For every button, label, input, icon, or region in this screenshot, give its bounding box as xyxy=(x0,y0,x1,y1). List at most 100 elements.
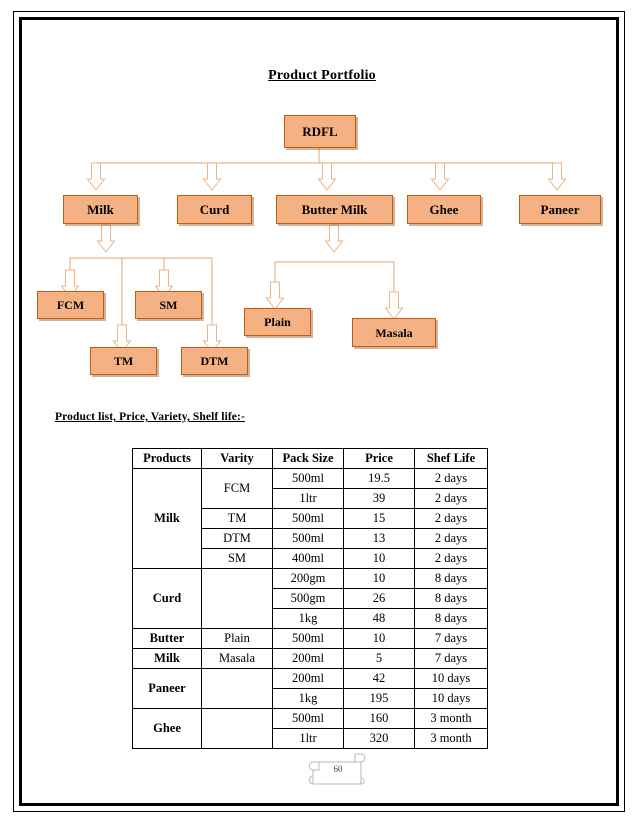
column-header-shelf-life: Shef Life xyxy=(414,448,488,469)
node-label: Butter Milk xyxy=(301,202,368,217)
node-paneer[interactable]: Paneer xyxy=(519,195,601,224)
node-ghee[interactable]: Ghee xyxy=(407,195,481,224)
node-butter-milk[interactable]: Butter Milk xyxy=(276,195,393,224)
cell-product: Milk xyxy=(132,648,202,669)
column-header-products: Products xyxy=(132,448,202,469)
node-label: TM xyxy=(113,354,134,368)
cell-shelf-life: 10 days xyxy=(414,688,488,709)
column-header-price: Price xyxy=(343,448,415,469)
cell-shelf-life: 2 days xyxy=(414,528,488,549)
cell-pack-size: 200gm xyxy=(272,568,344,589)
node-milk[interactable]: Milk xyxy=(63,195,138,224)
cell-pack-size: 200ml xyxy=(272,648,344,669)
cell-pack-size: 1kg xyxy=(272,688,344,709)
node-label: Paneer xyxy=(540,202,580,217)
cell-price: 19.5 xyxy=(343,468,415,489)
cell-pack-size: 1ltr xyxy=(272,728,344,749)
scroll-banner-icon xyxy=(308,753,366,785)
column-header-pack-size: Pack Size xyxy=(272,448,344,469)
cell-shelf-life: 8 days xyxy=(414,568,488,589)
cell-shelf-life: 8 days xyxy=(414,588,488,609)
node-label: Masala xyxy=(375,325,413,340)
node-curd[interactable]: Curd xyxy=(177,195,252,224)
node-label: Ghee xyxy=(429,202,459,217)
node-plain[interactable]: Plain xyxy=(244,308,311,336)
node-rdfl[interactable]: RDFL xyxy=(284,115,356,148)
cell-pack-size: 400ml xyxy=(272,548,344,569)
cell-pack-size: 500ml xyxy=(272,528,344,549)
cell-variety: SM xyxy=(201,548,273,569)
node-label: RDFL xyxy=(302,124,338,139)
cell-variety xyxy=(201,568,273,629)
cell-price: 320 xyxy=(343,728,415,749)
cell-variety: DTM xyxy=(201,528,273,549)
cell-shelf-life: 2 days xyxy=(414,508,488,529)
cell-pack-size: 500gm xyxy=(272,588,344,609)
cell-shelf-life: 7 days xyxy=(414,628,488,649)
cell-price: 26 xyxy=(343,588,415,609)
cell-pack-size: 1ltr xyxy=(272,488,344,509)
node-sm[interactable]: SM xyxy=(135,291,202,319)
cell-variety xyxy=(201,708,273,749)
cell-price: 5 xyxy=(343,648,415,669)
cell-product: Paneer xyxy=(132,668,202,709)
page-border-inner xyxy=(19,17,619,806)
cell-variety: FCM xyxy=(201,468,273,509)
cell-shelf-life: 2 days xyxy=(414,488,488,509)
product-portfolio-diagram: RDFL Milk Curd Butter Milk Ghee Paneer F… xyxy=(22,20,616,400)
cell-pack-size: 500ml xyxy=(272,468,344,489)
cell-price: 10 xyxy=(343,568,415,589)
cell-shelf-life: 10 days xyxy=(414,668,488,689)
cell-price: 42 xyxy=(343,668,415,689)
node-label: Plain xyxy=(264,315,291,329)
node-label: Curd xyxy=(199,202,230,217)
cell-product: Milk xyxy=(132,468,202,569)
cell-price: 10 xyxy=(343,628,415,649)
cell-variety: Plain xyxy=(201,628,273,649)
node-dtm[interactable]: DTM xyxy=(181,347,248,375)
column-header-varity: Varity xyxy=(201,448,273,469)
product-table-wrapper: Products Varity Pack Size Price Shef Lif… xyxy=(132,448,488,749)
cell-price: 195 xyxy=(343,688,415,709)
cell-shelf-life: 2 days xyxy=(414,468,488,489)
page-title: Product Portfolio xyxy=(268,68,376,83)
page-border-outer xyxy=(13,11,625,812)
cell-variety xyxy=(201,668,273,709)
node-masala[interactable]: Masala xyxy=(352,318,436,347)
cell-price: 15 xyxy=(343,508,415,529)
cell-price: 160 xyxy=(343,708,415,729)
cell-shelf-life: 3 month xyxy=(414,728,488,749)
cell-pack-size: 500ml xyxy=(272,708,344,729)
cell-variety: Masala xyxy=(201,648,273,669)
cell-product: Ghee xyxy=(132,708,202,749)
page-number: 60 xyxy=(333,764,343,774)
table-header-row: Products Varity Pack Size Price Shef Lif… xyxy=(132,448,488,469)
cell-price: 10 xyxy=(343,548,415,569)
node-fcm[interactable]: FCM xyxy=(37,291,104,319)
cell-product: Butter xyxy=(132,628,202,649)
node-label: DTM xyxy=(200,354,229,368)
cell-variety: TM xyxy=(201,508,273,529)
cell-product: Curd xyxy=(132,568,202,629)
node-label: SM xyxy=(159,298,178,312)
page-footer: 60 xyxy=(22,740,616,800)
cell-pack-size: 500ml xyxy=(272,628,344,649)
cell-price: 39 xyxy=(343,488,415,509)
node-tm[interactable]: TM xyxy=(90,347,157,375)
cell-shelf-life: 3 month xyxy=(414,708,488,729)
cell-price: 48 xyxy=(343,608,415,629)
cell-pack-size: 500ml xyxy=(272,508,344,529)
product-table: Products Varity Pack Size Price Shef Lif… xyxy=(132,448,488,749)
cell-pack-size: 1kg xyxy=(272,608,344,629)
